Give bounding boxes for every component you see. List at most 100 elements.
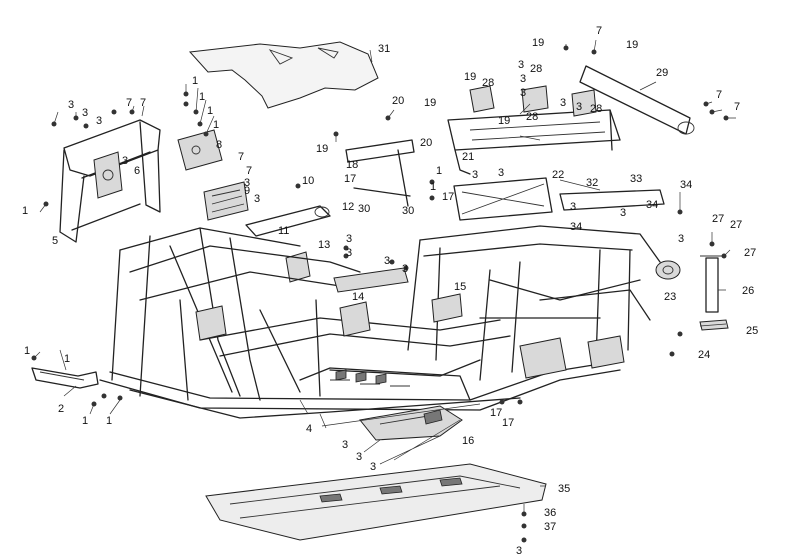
- callout-34: 34: [680, 179, 692, 191]
- callout-3: 3: [370, 461, 376, 473]
- callout-28: 28: [526, 111, 538, 123]
- callout-1: 1: [199, 91, 205, 103]
- callout-3: 3: [356, 451, 362, 463]
- callout-3: 3: [678, 233, 684, 245]
- callout-3: 3: [254, 193, 260, 205]
- part-21-rack: [447, 85, 621, 175]
- callout-27: 27: [712, 213, 724, 225]
- part-2-footrest-bracket: [31, 367, 99, 389]
- part-31-top-plate: [188, 41, 379, 109]
- callout-34: 34: [570, 221, 582, 233]
- part-33-rail: [559, 189, 665, 211]
- callout-3: 3: [384, 255, 390, 267]
- callout-3: 3: [520, 87, 526, 99]
- callout-7: 7: [246, 165, 252, 177]
- callout-28: 28: [482, 77, 494, 89]
- callout-7: 7: [238, 151, 244, 163]
- callout-17: 17: [344, 173, 356, 185]
- part-16-skid: [359, 405, 463, 441]
- part-13-mount: [285, 251, 311, 283]
- callout-27: 27: [744, 247, 756, 259]
- callout-17: 17: [502, 417, 514, 429]
- callout-3: 3: [570, 201, 576, 213]
- callout-13: 13: [318, 239, 330, 251]
- part-6-front-bumper: [59, 119, 161, 243]
- callout-28: 28: [530, 63, 542, 75]
- callout-1: 1: [213, 119, 219, 131]
- callout-5: 5: [52, 235, 58, 247]
- callout-19: 19: [626, 39, 638, 51]
- leader-lines: [33, 39, 736, 514]
- callout-26: 26: [742, 285, 754, 297]
- callout-29: 29: [656, 67, 668, 79]
- callout-35: 35: [558, 483, 570, 495]
- callout-3: 3: [498, 167, 504, 179]
- callout-33: 33: [630, 173, 642, 185]
- callout-6: 6: [134, 165, 140, 177]
- callout-20: 20: [420, 137, 432, 149]
- callout-17: 17: [490, 407, 502, 419]
- callout-19: 19: [464, 71, 476, 83]
- part-35-skid-plate: [205, 463, 547, 541]
- callout-3: 3: [342, 439, 348, 451]
- callout-3: 3: [560, 97, 566, 109]
- part-26-stud: [700, 255, 724, 313]
- callout-20: 20: [392, 95, 404, 107]
- callout-3: 3: [576, 101, 582, 113]
- callout-19: 19: [424, 97, 436, 109]
- callout-7: 7: [126, 97, 132, 109]
- callout-1: 1: [82, 415, 88, 427]
- part-29-grab-bar: [579, 65, 695, 135]
- callout-21: 21: [462, 151, 474, 163]
- callout-1: 1: [430, 181, 436, 193]
- callout-9: 9: [244, 185, 250, 197]
- callout-3: 3: [620, 207, 626, 219]
- callout-12: 12: [342, 201, 354, 213]
- callout-24: 24: [698, 349, 710, 361]
- callout-1: 1: [24, 345, 30, 357]
- callout-15: 15: [454, 281, 466, 293]
- callout-3: 3: [346, 247, 352, 259]
- callout-37: 37: [544, 521, 556, 533]
- callout-3: 3: [520, 73, 526, 85]
- callout-labels: 31 1 1 1 1 1 1 1 1 1 1 1 3 3 3 3 3 3 3 3…: [22, 25, 758, 554]
- callout-3: 3: [68, 99, 74, 111]
- callout-7: 7: [734, 101, 740, 113]
- callout-3: 3: [122, 155, 128, 167]
- callout-27: 27: [730, 219, 742, 231]
- callout-3: 3: [244, 177, 250, 189]
- callout-32: 32: [586, 177, 598, 189]
- callout-10: 10: [302, 175, 314, 187]
- part-12-crossbar: [245, 205, 331, 237]
- callout-7: 7: [596, 25, 602, 37]
- callout-36: 36: [544, 507, 556, 519]
- fasteners: [31, 45, 729, 543]
- callout-2: 2: [58, 403, 64, 415]
- callout-16: 16: [462, 435, 474, 447]
- callout-3: 3: [96, 115, 102, 127]
- callout-19: 19: [532, 37, 544, 49]
- callout-30: 30: [358, 203, 370, 215]
- callout-22: 22: [552, 169, 564, 181]
- callout-3: 3: [402, 263, 408, 275]
- callout-1: 1: [436, 165, 442, 177]
- callout-17: 17: [442, 191, 454, 203]
- part-4-main-frame: [99, 225, 661, 419]
- callout-34: 34: [646, 199, 658, 211]
- callout-3: 3: [346, 233, 352, 245]
- callout-3: 3: [82, 107, 88, 119]
- callout-1: 1: [207, 105, 213, 117]
- callout-1: 1: [22, 205, 28, 217]
- part-23-bushing: [655, 260, 681, 280]
- callout-25: 25: [746, 325, 758, 337]
- callout-11: 11: [278, 225, 289, 237]
- part-30-rod: [353, 187, 411, 197]
- callout-8: 8: [216, 139, 222, 151]
- callout-3: 3: [518, 59, 524, 71]
- callout-7: 7: [140, 97, 146, 109]
- callout-31: 31: [378, 43, 390, 55]
- callout-7: 7: [716, 89, 722, 101]
- part-9-plate: [203, 181, 249, 221]
